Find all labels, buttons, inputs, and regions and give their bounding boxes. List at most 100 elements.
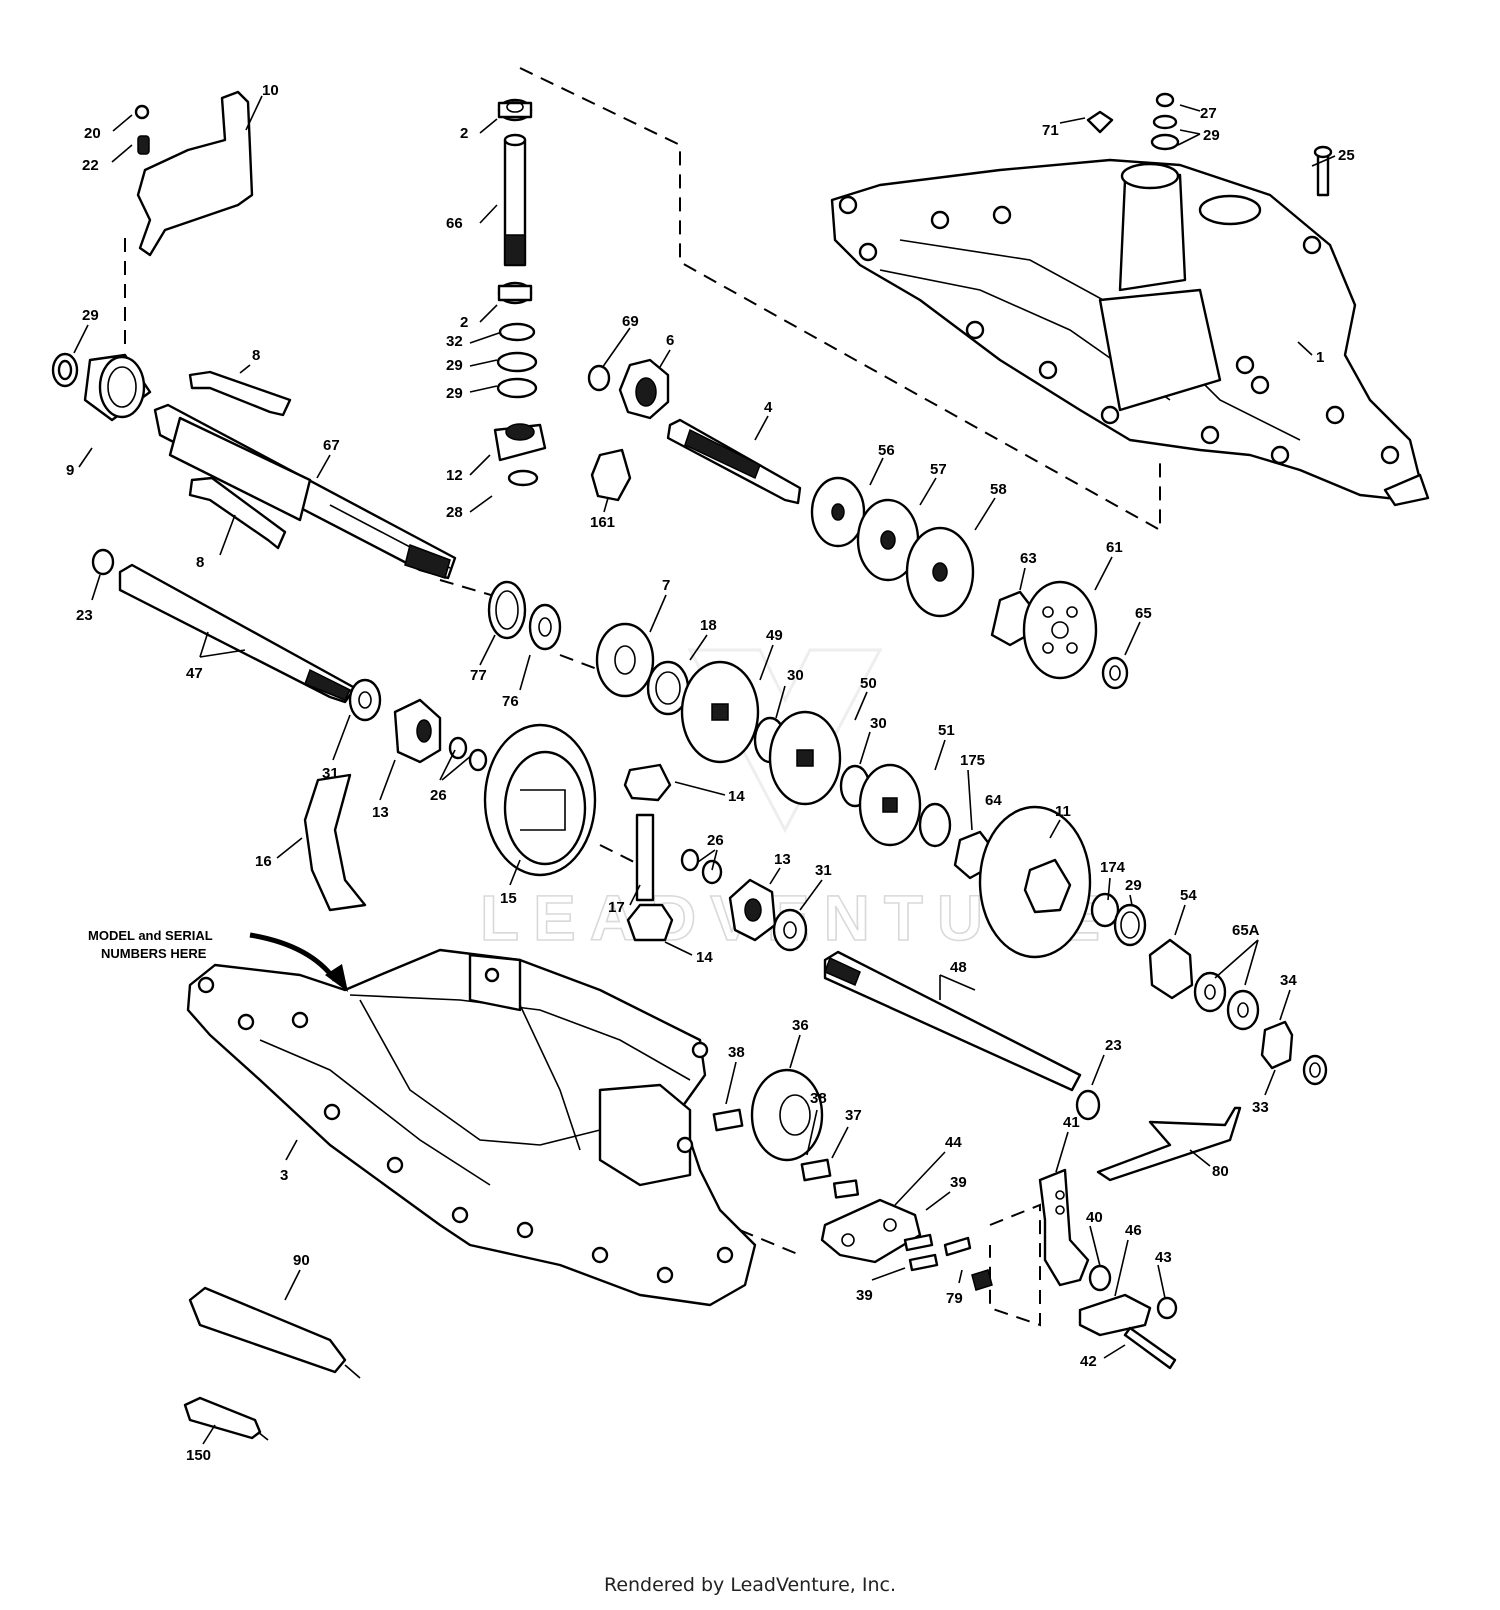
- callout-7: 7: [662, 577, 670, 594]
- callout-29-collar: 29: [82, 307, 99, 324]
- callout-12: 12: [446, 467, 463, 484]
- bevel-gear-cluster-right: [728, 878, 808, 952]
- input-gear-cluster: [587, 358, 802, 505]
- callout-32: 32: [446, 333, 463, 350]
- arrow-head: [325, 964, 348, 992]
- callout-3: 3: [280, 1167, 288, 1184]
- callout-11: 11: [1055, 803, 1071, 820]
- brake-bracket-hardware: [1038, 1106, 1242, 1370]
- callout-64: 64: [985, 792, 1002, 809]
- callout-labels: 1 2 2 3 4 6 7 8 8 9 10 11 12 13 13 14 14…: [66, 82, 1355, 1464]
- callout-leaders: [73, 95, 1336, 1445]
- shift-fork: [134, 90, 254, 257]
- lower-housing: [186, 948, 757, 1307]
- callout-63: 63: [1020, 550, 1037, 567]
- callout-29-top: 29: [1203, 127, 1220, 144]
- callout-13-left: 13: [372, 804, 389, 821]
- callout-14-bottom: 14: [696, 949, 713, 966]
- callout-8-top: 8: [252, 347, 260, 364]
- model-serial-note: MODEL and SERIAL NUMBERS HERE: [88, 928, 348, 992]
- input-shaft-assembly: [493, 98, 547, 487]
- callout-16: 16: [255, 853, 272, 870]
- ring-gear: [483, 723, 597, 877]
- callout-38-left: 38: [728, 1044, 745, 1061]
- callout-27: 27: [1200, 105, 1217, 122]
- brake-lever: [820, 1198, 993, 1291]
- footer-credit: Rendered by LeadVenture, Inc.: [603, 1574, 897, 1596]
- sealant-tubes: [183, 1286, 361, 1441]
- svg-text:NUMBERS HERE: NUMBERS HERE: [101, 946, 207, 961]
- callout-40: 40: [1086, 1209, 1103, 1226]
- callout-38-right: 38: [810, 1090, 827, 1107]
- upper-housing: [830, 158, 1430, 507]
- callout-8-bottom: 8: [196, 554, 204, 571]
- callout-61: 61: [1106, 539, 1123, 556]
- callout-65a: 65A: [1232, 922, 1260, 939]
- brake-shaft: [153, 403, 457, 580]
- callout-2-top: 2: [460, 125, 468, 142]
- callout-67: 67: [323, 437, 340, 454]
- svg-text:MODEL and SERIAL: MODEL and SERIAL: [88, 928, 213, 943]
- callout-49: 49: [766, 627, 783, 644]
- callout-57: 57: [930, 461, 947, 478]
- axle-shaft-47: [91, 548, 357, 704]
- callout-48: 48: [950, 959, 967, 976]
- callout-17: 17: [608, 899, 625, 916]
- output-gear-stack: [1090, 892, 1328, 1086]
- callout-26-left: 26: [430, 787, 447, 804]
- callout-80: 80: [1212, 1163, 1229, 1180]
- callout-29-output: 29: [1125, 877, 1142, 894]
- brake-assembly: [712, 1068, 860, 1199]
- callout-9: 9: [66, 462, 74, 479]
- callout-69: 69: [622, 313, 639, 330]
- axle-shaft-48: [823, 950, 1101, 1121]
- callout-54: 54: [1180, 887, 1197, 904]
- callout-10: 10: [262, 82, 279, 99]
- callout-175: 175: [960, 752, 985, 769]
- callout-1: 1: [1316, 349, 1324, 366]
- large-gear-11: [978, 805, 1092, 959]
- callout-79: 79: [946, 1290, 963, 1307]
- callout-26-right: 26: [707, 832, 724, 849]
- callout-150: 150: [186, 1447, 211, 1464]
- callout-2-lower: 2: [460, 314, 468, 331]
- callout-25: 25: [1338, 147, 1355, 164]
- callout-6: 6: [666, 332, 674, 349]
- callout-33: 33: [1252, 1099, 1269, 1116]
- callout-18: 18: [700, 617, 717, 634]
- gear-61-assembly: [990, 580, 1129, 690]
- callout-77: 77: [470, 667, 487, 684]
- callout-47: 47: [186, 665, 203, 682]
- callout-13-right: 13: [774, 851, 791, 868]
- callout-29-shaft-a: 29: [446, 357, 463, 374]
- top-hardware: [1086, 92, 1333, 197]
- countershaft-gear-stack: [595, 622, 992, 880]
- callout-161: 161: [590, 514, 615, 531]
- callout-15: 15: [500, 890, 517, 907]
- callout-50: 50: [860, 675, 877, 692]
- callout-51: 51: [938, 722, 955, 739]
- callout-23-right: 23: [1105, 1037, 1122, 1054]
- bevel-gear-cluster-left: [348, 678, 488, 772]
- callout-4: 4: [764, 399, 773, 416]
- callout-36: 36: [792, 1017, 809, 1034]
- shift-collar: [51, 352, 152, 422]
- callout-174: 174: [1100, 859, 1126, 876]
- callout-37: 37: [845, 1107, 862, 1124]
- callout-23-left: 23: [76, 607, 93, 624]
- callout-65: 65: [1135, 605, 1152, 622]
- callout-28: 28: [446, 504, 463, 521]
- callout-58: 58: [990, 481, 1007, 498]
- callout-71: 71: [1042, 122, 1059, 139]
- callout-34: 34: [1280, 972, 1297, 989]
- callout-14-top: 14: [728, 788, 745, 805]
- callout-66: 66: [446, 215, 463, 232]
- callout-39-bottom: 39: [856, 1287, 873, 1304]
- callout-41: 41: [1063, 1114, 1080, 1131]
- callout-44: 44: [945, 1134, 962, 1151]
- washers-76-77: [487, 580, 562, 651]
- callout-46: 46: [1125, 1222, 1142, 1239]
- callout-31-left: 31: [322, 765, 339, 782]
- callout-56: 56: [878, 442, 895, 459]
